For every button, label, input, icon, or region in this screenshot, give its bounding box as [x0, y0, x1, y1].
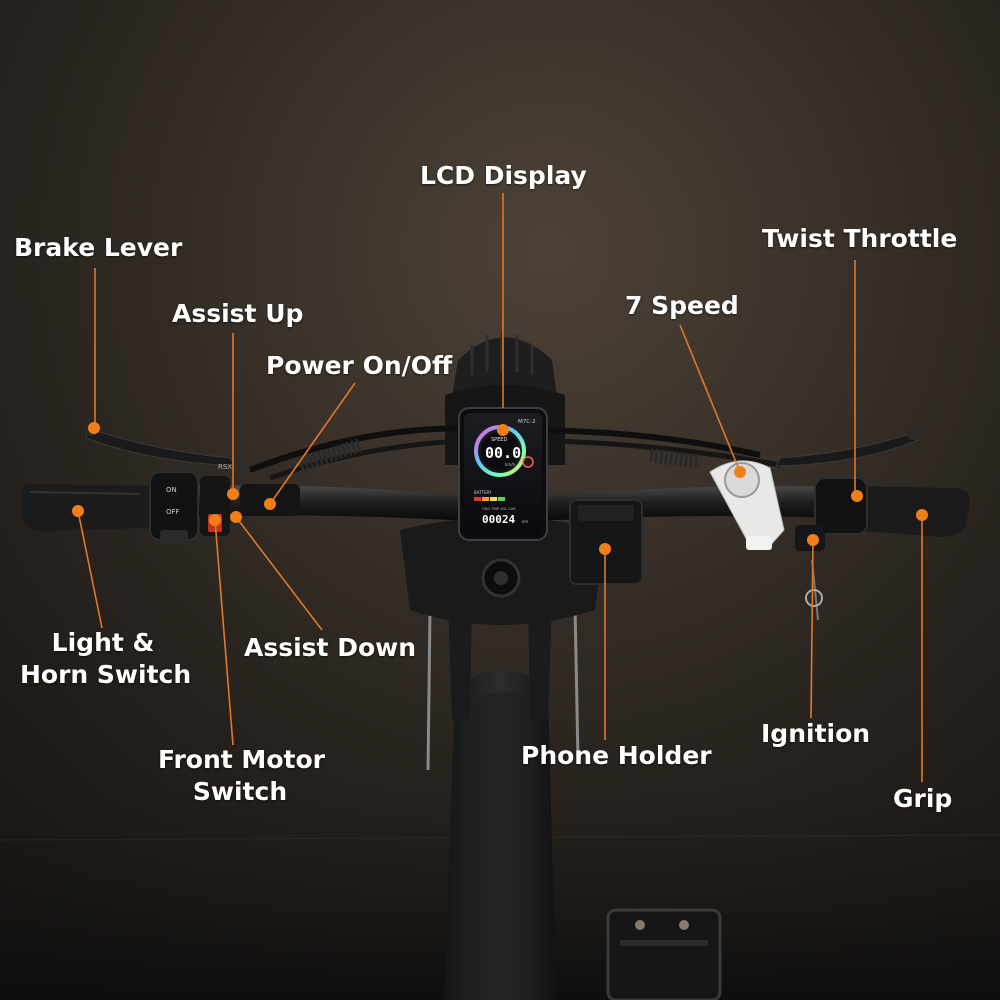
- label-light-horn-switch: Light & Horn Switch: [20, 627, 192, 691]
- label-light-horn-line2: Horn Switch: [20, 660, 192, 689]
- dot-power: [264, 498, 276, 510]
- dot-assist-up: [227, 488, 239, 500]
- dot-grip: [916, 509, 928, 521]
- label-assist-up: Assist Up: [172, 299, 304, 328]
- dot-assist-down: [230, 511, 242, 523]
- dot-lcd: [497, 424, 509, 436]
- label-front-motor-line1: Front Motor: [158, 745, 325, 774]
- right-brake-lever: [775, 431, 919, 467]
- left-switch-pod: [149, 471, 199, 541]
- leader-power: [269, 382, 356, 505]
- right-grip: [850, 486, 970, 537]
- fork: [448, 600, 472, 720]
- svg-text:ODO TRIP VOL CUR: ODO TRIP VOL CUR: [482, 507, 516, 511]
- twist-throttle-body: [814, 477, 868, 535]
- lcd-speed-value: 00.0: [485, 444, 521, 462]
- pedal: [606, 908, 722, 1000]
- dot-brake-lever: [88, 422, 100, 434]
- label-brake-lever: Brake Lever: [14, 233, 183, 262]
- leader-7speed: [679, 324, 741, 473]
- coiled-cable: [297, 438, 363, 472]
- left-brake-lever: [85, 427, 238, 467]
- dot-light-horn: [72, 505, 84, 517]
- leader-front-motor: [214, 519, 234, 746]
- lcd-odometer: 00024: [482, 513, 515, 526]
- label-assist-down: Assist Down: [244, 633, 417, 662]
- svg-text:km: km: [522, 519, 528, 524]
- leader-assist-down: [235, 516, 323, 631]
- dot-7speed: [734, 466, 746, 478]
- label-ignition: Ignition: [761, 719, 871, 748]
- label-twist-throttle: Twist Throttle: [762, 224, 958, 253]
- svg-text:OFF: OFF: [166, 508, 180, 516]
- dot-phone-holder: [599, 543, 611, 555]
- label-front-motor-switch: Front Motor Switch: [158, 744, 325, 808]
- dot-throttle: [851, 490, 863, 502]
- label-light-horn-line1: Light &: [51, 628, 155, 657]
- lcd-model: M7C-2: [518, 419, 536, 425]
- svg-text:km/h: km/h: [505, 462, 516, 467]
- svg-text:RSX: RSX: [218, 463, 232, 471]
- dot-front-motor: [209, 514, 221, 526]
- label-7-speed: 7 Speed: [625, 291, 739, 320]
- svg-text:ON: ON: [166, 486, 177, 494]
- label-grip: Grip: [893, 784, 953, 813]
- leader-ignition: [810, 539, 814, 719]
- left-grip: [22, 484, 150, 532]
- label-power-on-off: Power On/Off: [266, 351, 453, 380]
- dot-ignition: [807, 534, 819, 546]
- leader-light-horn: [77, 510, 103, 629]
- label-front-motor-line2: Switch: [192, 777, 288, 806]
- label-phone-holder: Phone Holder: [521, 741, 712, 770]
- lcd-speed-caption: SPEED: [491, 437, 508, 443]
- lcd-battery-caption: BATTERY: [474, 490, 492, 495]
- label-lcd-display: LCD Display: [420, 161, 587, 190]
